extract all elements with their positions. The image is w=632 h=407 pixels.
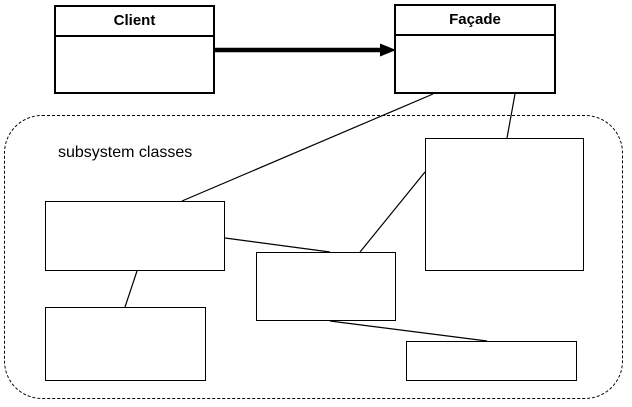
facade-class-title: Façade <box>396 6 554 36</box>
subsystem-class-box-2 <box>45 307 206 381</box>
subsystem-class-box-4 <box>425 138 584 271</box>
client-to-facade-arrow <box>215 43 396 57</box>
subsystem-label: subsystem classes <box>58 144 193 161</box>
facade-class-box: Façade <box>394 4 556 94</box>
subsystem-class-box-5 <box>406 341 577 381</box>
client-class-box: Client <box>54 5 215 94</box>
subsystem-class-box-3 <box>256 252 396 321</box>
subsystem-class-box-1 <box>45 201 225 271</box>
client-class-title: Client <box>56 7 213 37</box>
